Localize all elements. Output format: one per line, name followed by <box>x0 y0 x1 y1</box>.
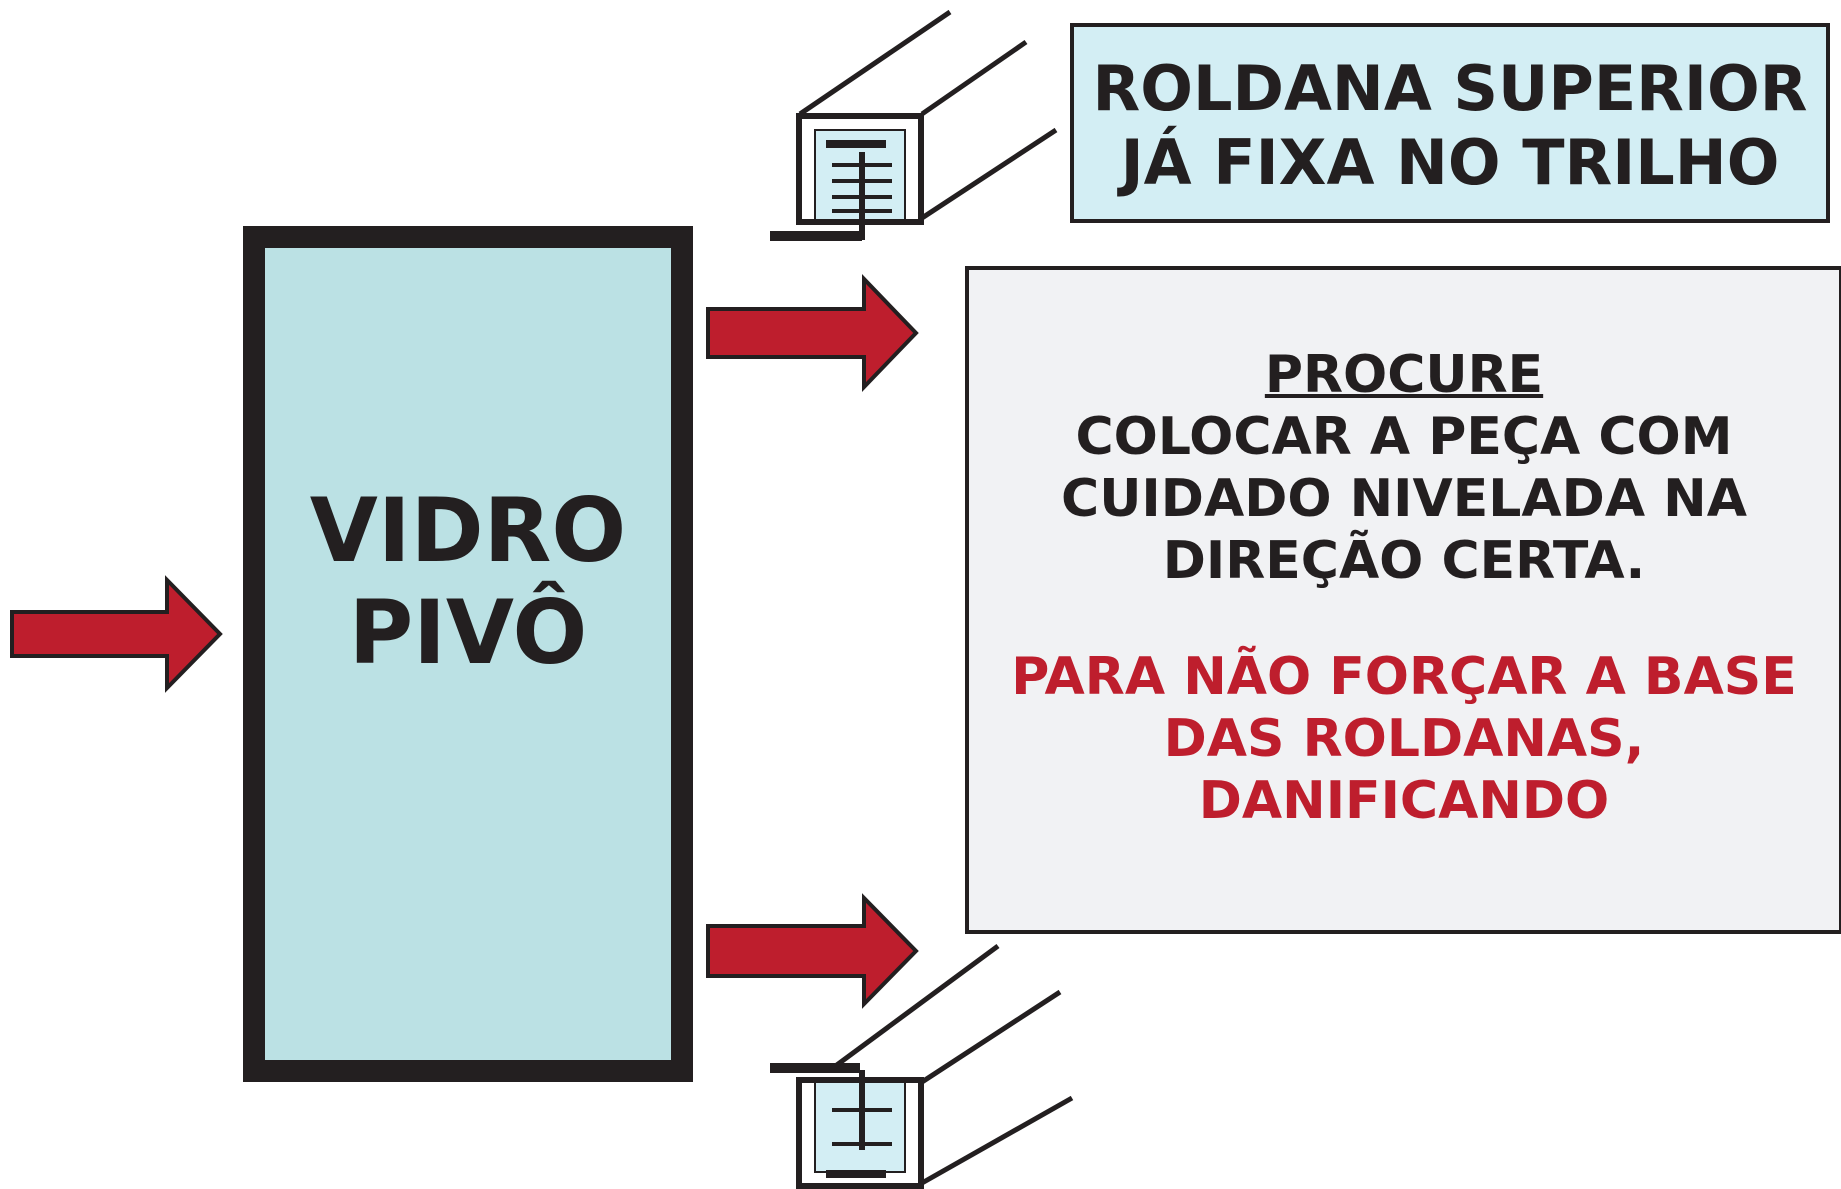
bottom-pulley-rail-icon <box>770 943 1074 1189</box>
glass-label: VIDRO PIVÔ <box>248 480 688 684</box>
glass-label-line: VIDRO <box>309 479 627 582</box>
pulley-note-box <box>1070 23 1830 223</box>
arrow-right-icon <box>706 893 919 1009</box>
pulley-note-label: ROLDANA SUPERIOR JÁ FIXA NO TRILHO <box>1072 52 1828 200</box>
instruction-line: DIREÇÃO CERTA. <box>1162 531 1646 591</box>
warning-line: PARA NÃO FORÇAR A BASE <box>1011 647 1797 707</box>
top-pulley-rail-icon <box>770 9 1058 241</box>
arrow-right-icon <box>10 575 223 693</box>
instruction-box <box>965 266 1841 934</box>
pulley-note-line: ROLDANA SUPERIOR <box>1092 52 1808 125</box>
instruction-line: COLOCAR A PEÇA COM <box>1075 407 1733 467</box>
warning-line: DANIFICANDO <box>1198 771 1610 831</box>
instruction-text: PROCURE COLOCAR A PEÇA COM CUIDADO NIVEL… <box>968 344 1840 832</box>
warning-line: DAS ROLDANAS, <box>1163 709 1645 769</box>
glass-panel <box>243 226 693 1082</box>
glass-label-line: PIVÔ <box>348 581 588 684</box>
arrow-right-icon <box>706 274 919 392</box>
pulley-note-line: JÁ FIXA NO TRILHO <box>1120 126 1780 199</box>
instruction-line: CUIDADO NIVELADA NA <box>1061 469 1747 529</box>
instruction-heading: PROCURE <box>1264 345 1544 405</box>
